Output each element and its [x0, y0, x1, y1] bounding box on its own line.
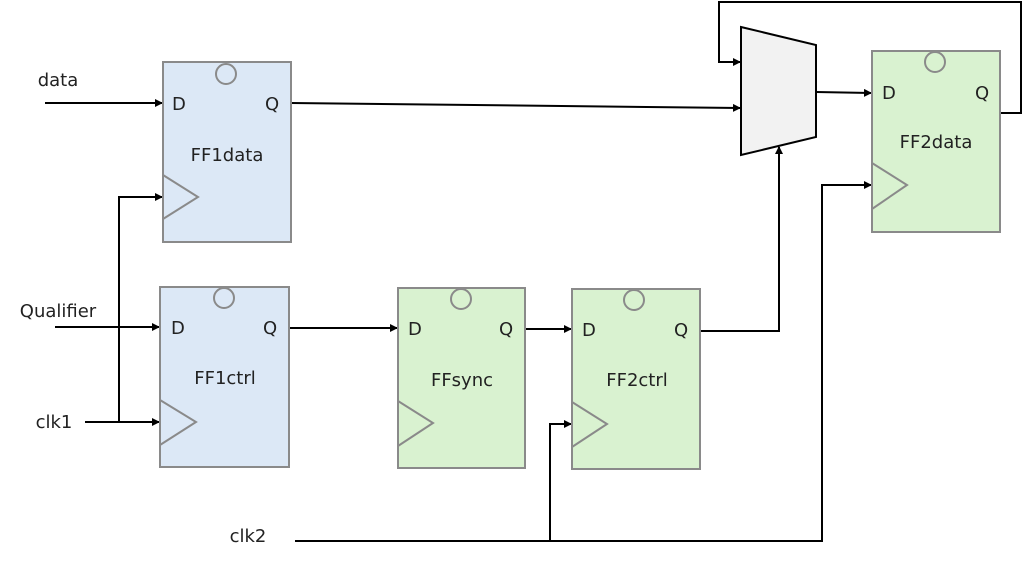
- clock-triangle-icon: [159, 399, 198, 446]
- port-d: D: [172, 94, 186, 115]
- port-d: D: [408, 319, 422, 340]
- mux: [740, 25, 817, 157]
- port-q: Q: [975, 83, 989, 104]
- reset-circle-icon: [924, 51, 946, 73]
- port-q: Q: [674, 320, 688, 341]
- signal-label-data: data: [38, 70, 79, 91]
- port-d: D: [882, 83, 896, 104]
- flipflop-name: FF1ctrl: [194, 368, 256, 389]
- reset-circle-icon: [623, 289, 645, 311]
- wire-mux-out: [815, 88, 872, 97]
- wire-ff1data-q: [290, 102, 741, 112]
- wires: [45, 1, 1022, 542]
- clock-triangle-icon: [162, 174, 200, 220]
- wire-clk1-branch: [118, 193, 163, 422]
- clock-triangle-icon: [871, 162, 909, 210]
- signal-label-qualifier: Qualifier: [20, 301, 97, 322]
- reset-circle-icon: [215, 63, 237, 85]
- port-q: Q: [265, 94, 279, 115]
- signal-label-clk2: clk2: [230, 526, 267, 547]
- port-d: D: [582, 320, 596, 341]
- flipflop-ff1data: D Q FF1data: [162, 61, 292, 243]
- flipflop-name: FF2ctrl: [606, 370, 668, 391]
- flipflop-ff1ctrl: D Q FF1ctrl: [159, 286, 290, 468]
- flipflop-name: FF1data: [191, 145, 264, 166]
- port-q: Q: [499, 319, 513, 340]
- flipflop-ff2data: D Q FF2data: [871, 50, 1001, 233]
- wire-clk2-branch: [549, 420, 572, 541]
- flipflop-ff2ctrl: D Q FF2ctrl: [571, 288, 701, 470]
- flipflop-name: FFsync: [431, 370, 493, 391]
- wire-clk2: [295, 181, 872, 542]
- signal-label-clk1: clk1: [36, 412, 73, 433]
- clock-triangle-icon: [571, 401, 609, 448]
- port-q: Q: [263, 318, 277, 339]
- wire-ff2ctrl-q: [700, 146, 783, 332]
- clock-triangle-icon: [397, 400, 435, 447]
- wire-ff2data-feedback: [718, 1, 1022, 114]
- flipflop-ffsync: D Q FFsync: [397, 287, 526, 469]
- port-d: D: [171, 318, 185, 339]
- reset-circle-icon: [450, 288, 472, 310]
- flipflop-name: FF2data: [900, 132, 973, 153]
- reset-circle-icon: [213, 287, 235, 309]
